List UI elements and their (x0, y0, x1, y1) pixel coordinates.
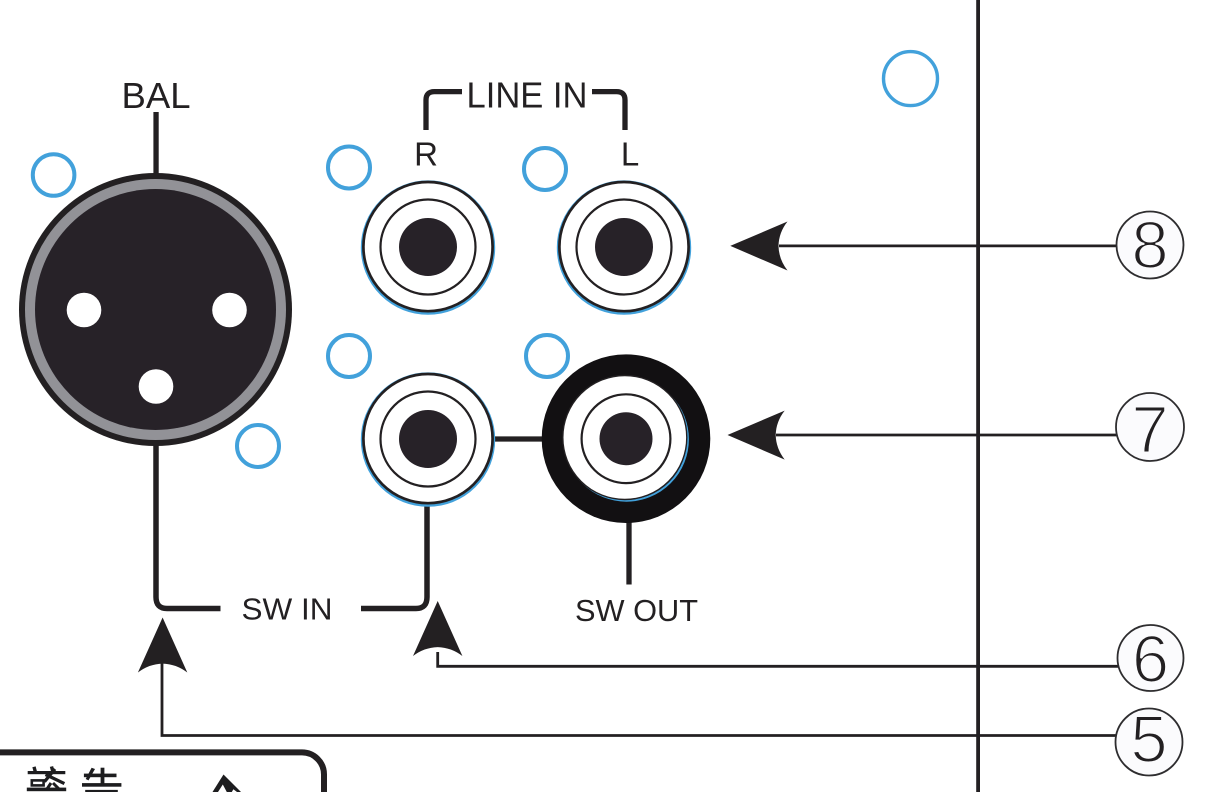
svg-text:SW OUT: SW OUT (575, 594, 698, 628)
svg-text:7: 7 (1131, 393, 1168, 468)
svg-text:6: 6 (1132, 622, 1169, 697)
svg-text:8: 8 (1131, 208, 1168, 283)
svg-text:5: 5 (1130, 702, 1167, 777)
svg-text:LINE IN: LINE IN (467, 75, 588, 116)
svg-text:L: L (621, 136, 639, 173)
svg-text:R: R (414, 136, 438, 173)
svg-text:SW IN: SW IN (242, 593, 333, 627)
svg-text:BAL: BAL (122, 75, 191, 116)
